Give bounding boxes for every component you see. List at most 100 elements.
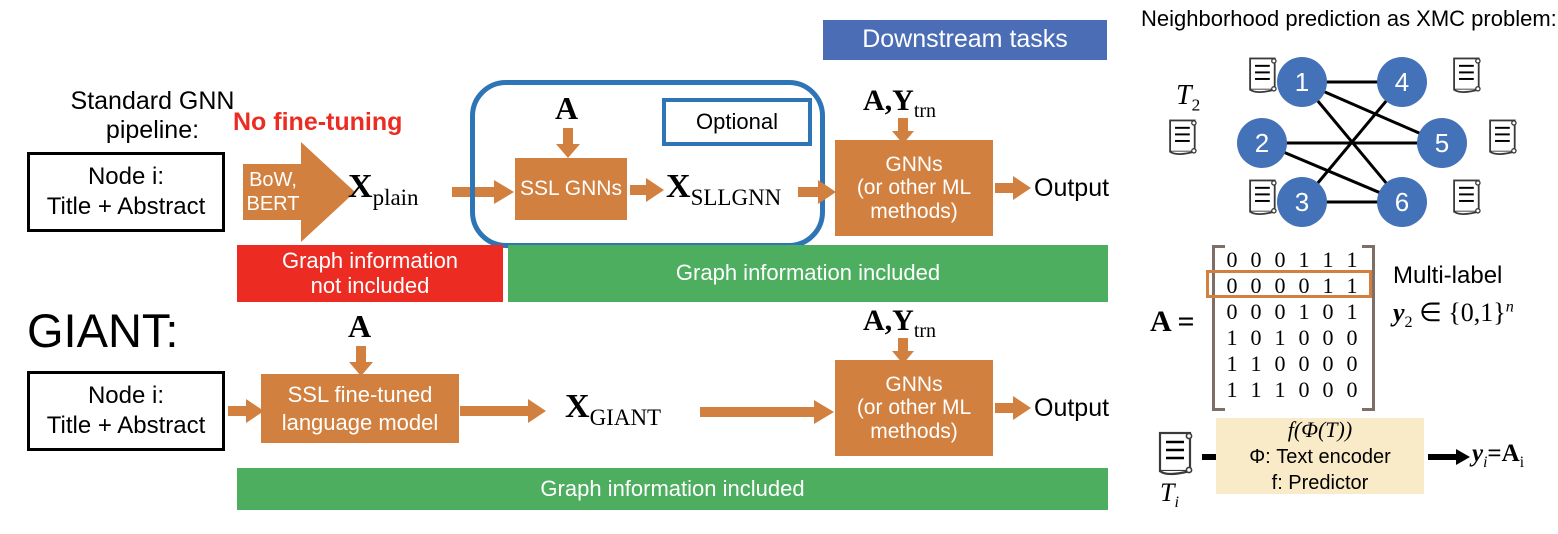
encoder-output-rest-sub: i (1519, 454, 1525, 471)
graph-node[interactable] (1417, 118, 1467, 168)
banner-green-top-label: Graph information included (675, 260, 941, 286)
xmc-heading: Neighborhood prediction as XMC problem: (1141, 6, 1557, 31)
gnns-box-giant-line2: (or other ML (856, 396, 972, 420)
matrix-cell: 1 (1250, 351, 1262, 376)
graph-node-label: 2 (1255, 128, 1269, 158)
encoder-output-sub: i (1483, 454, 1488, 471)
matrix-cell: 0 (1298, 273, 1310, 298)
ti-label-base: T (1160, 478, 1175, 507)
encoder-box[interactable]: f(Φ(T)) Φ: Text encoder f: Predictor (1216, 416, 1424, 494)
gnn-inputs-giant-y: Y (892, 304, 914, 337)
gnns-box-giant-line3: methods) (870, 419, 958, 443)
node-box-giant-line1: Node i: (87, 382, 165, 409)
node-box-standard[interactable]: Node i: Title + Abstract (27, 152, 225, 232)
banner-red-line1: Graph information (281, 248, 459, 274)
ssl-finetuned-box[interactable]: SSL fine-tuned language model (261, 374, 459, 443)
graph-edge (1261, 141, 1403, 204)
matrix-bracket-right (1362, 245, 1375, 411)
gnn-inputs-top-y: Y (892, 84, 914, 117)
node-box-standard-line2: Title + Abstract (46, 193, 206, 220)
graph-edge (1300, 81, 1404, 203)
arrow-xgiant-to-gnns (700, 400, 834, 424)
arrow-ssl-to-xgiant-shape (460, 399, 546, 423)
x-sllgnn-sub: SLLGNN (690, 184, 782, 210)
t2-label: T2 (1176, 80, 1200, 116)
x-plain-label: Xplain (348, 168, 419, 211)
graph-node[interactable] (1377, 177, 1427, 227)
t2-label-sub: 2 (1191, 95, 1201, 115)
banner-red-line2: not included (310, 272, 430, 298)
matrix-cell: 1 (1322, 247, 1334, 272)
encoder-formula: f(Φ(T)) (1287, 416, 1353, 442)
doc-icon (1249, 179, 1277, 215)
gnns-box-giant[interactable]: GNNs (or other ML methods) (835, 360, 993, 456)
graph-node[interactable] (1277, 57, 1327, 107)
x-sllgnn-label: XSLLGNN (666, 168, 781, 211)
optional-box[interactable]: Optional (662, 98, 812, 146)
matrix-cell: 0 (1298, 325, 1310, 350)
bow-label: BoW, (249, 169, 297, 191)
matrix-cell: 0 (1226, 247, 1238, 272)
encoder-output-rest: =A (1487, 440, 1520, 467)
matrix-cell: 0 (1226, 299, 1238, 324)
graph-node[interactable] (1237, 118, 1287, 168)
gnn-inputs-giant: A,Ytrn (863, 304, 936, 343)
bow-bert-arrow-text: BoW, BERT (245, 166, 301, 218)
matrix-cell: 0 (1250, 247, 1262, 272)
arrow-nodebox-to-ssl-giant (228, 399, 264, 423)
matrix-cell: 0 (1274, 247, 1286, 272)
adjacency-label-giant: A (348, 308, 372, 344)
gnns-box-giant-line1: GNNs (885, 372, 943, 396)
output-label-top: Output (1034, 174, 1110, 202)
arrow-encoder-to-output (1428, 449, 1470, 465)
matrix-cell: 1 (1322, 273, 1334, 298)
arrow-a-to-sslgnns (556, 128, 580, 158)
ti-label: Ti (1160, 478, 1179, 512)
arrow-gnns-to-output-giant (995, 396, 1031, 420)
node-box-standard-line1: Node i: (87, 163, 165, 190)
doc-icon (1169, 119, 1197, 155)
gnns-box-top-line2: (or other ML (856, 176, 972, 200)
arrow-inputs-to-gnns-top-shape (892, 118, 914, 144)
doc-icon (1158, 431, 1193, 476)
graph-edge (1301, 80, 1443, 145)
arrow-gnns-to-output-giant-shape (995, 396, 1031, 420)
gnn-inputs-giant-a: A, (863, 304, 893, 337)
multilabel-formula-sub: 2 (1404, 314, 1413, 332)
doc-icon (1489, 119, 1517, 155)
matrix-cell: 1 (1226, 325, 1238, 350)
graph-node[interactable] (1277, 177, 1327, 227)
graph-node-label: 5 (1435, 128, 1449, 158)
matrix-cell: 1 (1298, 299, 1310, 324)
matrix-cell: 0 (1250, 325, 1262, 350)
matrix-cell: 1 (1346, 247, 1358, 272)
node-box-giant[interactable]: Node i: Title + Abstract (27, 371, 225, 451)
multilabel-formula-rest: ∈ {0,1} (1419, 298, 1506, 327)
bow-bert-arrow-shape (243, 142, 355, 242)
x-plain-sub: plain (372, 184, 419, 210)
matrix-label: A = (1150, 305, 1195, 338)
gnns-box-top[interactable]: GNNs (or other ML methods) (835, 140, 993, 236)
gnn-inputs-top-a: A, (863, 84, 893, 117)
x-giant-sub: GIANT (589, 404, 662, 430)
matrix-cell: 1 (1346, 273, 1358, 298)
matrix-cell: 0 (1346, 325, 1358, 350)
graph-node[interactable] (1377, 57, 1427, 107)
ssl-gnns-box[interactable]: SSL GNNs (515, 158, 627, 220)
multilabel-formula-base: y (1393, 298, 1405, 327)
matrix-cell: 0 (1346, 377, 1358, 402)
banner-green-giant-label: Graph information included (540, 475, 805, 501)
arrow-a-to-sslgnns-shape (556, 128, 580, 158)
matrix-cell: 0 (1250, 299, 1262, 324)
gnns-box-top-line1: GNNs (885, 152, 943, 176)
matrix-cell: 0 (1274, 351, 1286, 376)
matrix-cell: 0 (1322, 377, 1334, 402)
